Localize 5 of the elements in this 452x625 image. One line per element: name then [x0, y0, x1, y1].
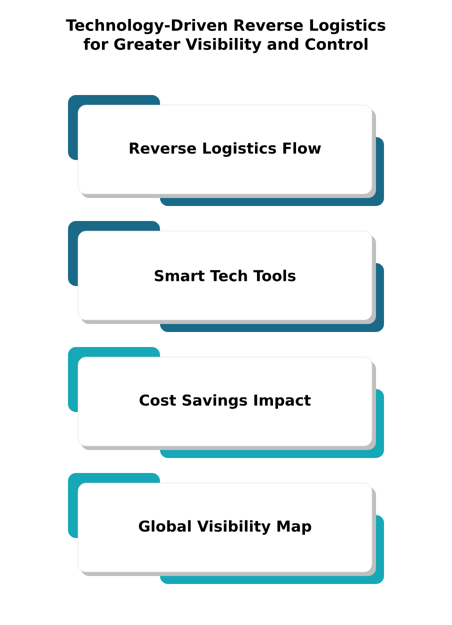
- card: Smart Tech Tools: [78, 230, 376, 324]
- title: Technology-Driven Reverse Logistics for Greater Visibility and Control: [66, 18, 386, 54]
- card: Reverse Logistics Flow: [78, 104, 376, 198]
- card: Global Visibility Map: [78, 482, 376, 576]
- card: Cost Savings Impact: [78, 356, 376, 450]
